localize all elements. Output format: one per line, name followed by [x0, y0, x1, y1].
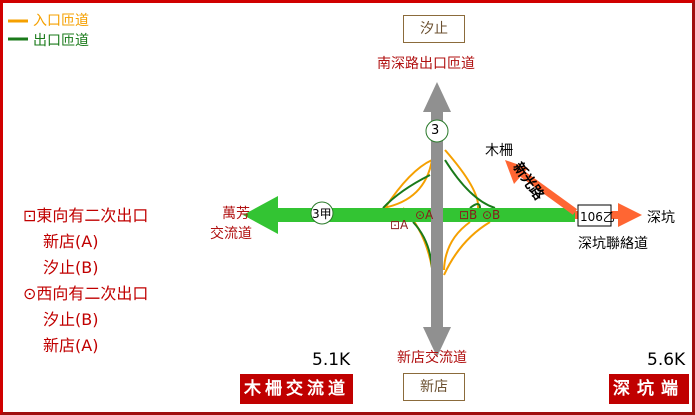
- route-shield-icon: [425, 119, 449, 143]
- north-ramp-label: 南深路出口匝道: [377, 56, 475, 72]
- east-arrow-icon: [618, 203, 642, 227]
- northeast-road: [514, 167, 578, 215]
- south-arrow-icon: [423, 327, 451, 357]
- route-106-box: [577, 204, 612, 227]
- west-exit-title: ⊙西向有二次出口: [23, 284, 149, 303]
- east-exit-info: ⊡東向有二次出口 新店(A) 汐止(B) ⊙西向有二次出口 汐止(B) 新店(A…: [23, 203, 148, 359]
- ramp-b-circle: ⊙B: [482, 208, 501, 222]
- west-arrow-icon: [243, 196, 278, 234]
- east-road-label: 深坑聯絡道: [578, 236, 648, 252]
- west-road-line2: 交流道: [210, 226, 252, 242]
- east-place: 深坑: [647, 210, 675, 226]
- right-distance: 5.6K: [647, 350, 686, 370]
- ramp-a-circle: ⊙A: [415, 208, 434, 222]
- south-destination-box: 新店: [403, 373, 465, 401]
- ramp-b-square: ⊡B: [459, 208, 478, 222]
- northeast-place: 木柵: [485, 143, 513, 159]
- north-arrow-icon: [423, 82, 451, 112]
- northeast-arrow-icon: [505, 160, 528, 184]
- left-sign: 木柵交流道: [240, 374, 353, 404]
- west-exit-2: 新店(A): [43, 336, 99, 355]
- right-sign: 深坑端: [609, 374, 689, 404]
- west-road-line1: 萬芳: [222, 206, 250, 222]
- south-road-label: 新店交流道: [397, 350, 467, 366]
- route-3a: 3甲: [312, 207, 332, 221]
- legend-exit: 出口匝道: [33, 33, 89, 49]
- east-exit-1: 新店(A): [43, 232, 99, 251]
- north-destination-box: 汐止: [403, 15, 465, 43]
- ramps: [382, 149, 496, 276]
- east-exit-title: ⊡東向有二次出口: [23, 206, 149, 225]
- ramp-a-square: ⊡A: [390, 218, 409, 232]
- legend-entry: 入口匝道: [33, 13, 89, 29]
- west-exit-1: 汐止(B): [43, 310, 99, 329]
- left-distance: 5.1K: [312, 350, 351, 370]
- route-106: 106乙: [580, 210, 615, 224]
- route-shield-icon: [310, 201, 334, 225]
- east-exit-2: 汐止(B): [43, 258, 99, 277]
- route-3: 3: [431, 123, 440, 138]
